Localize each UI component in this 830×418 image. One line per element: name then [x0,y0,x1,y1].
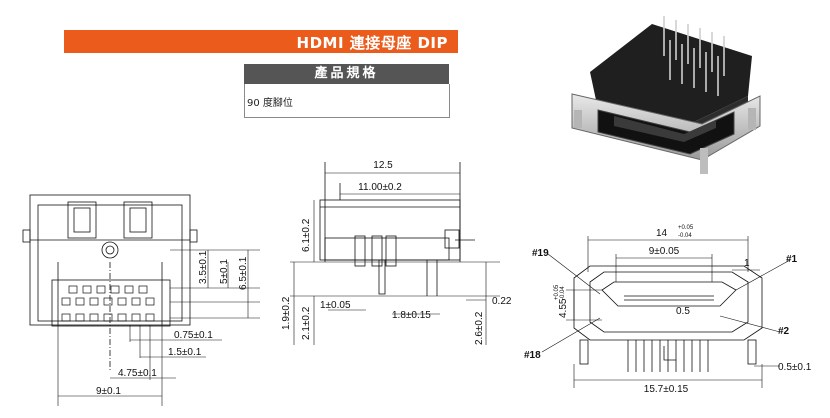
front-view-drawing [22,194,198,370]
front-view-pin-holes [61,285,155,322]
pin-dim-4-55-tol-plus: +0.05 [554,284,560,300]
pin-dim-4-55-tol-minus: -0.04 [560,286,566,300]
pin-dim-9: 9±0.05 [649,246,680,257]
side-view-dimension-lines [290,172,500,345]
spec-header: 產品規格 [244,64,449,84]
pin-label-18: #18 [524,350,541,361]
front-dim-4-75: 4.75±0.1 [118,368,157,379]
pin-dim-1: 1 [744,258,750,269]
side-dim-12-5: 12.5 [373,160,393,171]
title-banner: HDMI 連接母座 DIP [64,30,458,53]
front-dim-3-5: 3.5±0.1 [198,250,209,284]
pin-label-1: #1 [786,254,798,265]
spec-box: 90 度腳位 [244,84,450,118]
pin-dim-14-tol-plus: +0.05 [678,225,694,231]
side-dim-1: 1±0.05 [320,300,351,311]
side-dim-0-22: 0.22 [492,296,512,307]
front-dim-1-5: 1.5±0.1 [168,347,202,358]
pin-dim-14: 14 [656,228,668,239]
front-dim-6-5: 6.5±0.1 [238,256,249,290]
side-view-drawing [319,162,475,296]
pin-label-2: #2 [778,326,790,337]
side-dim-2-6: 2.6±0.2 [474,311,485,345]
front-view-dimension-lines [57,249,260,406]
product-title: HDMI 連接母座 DIP [296,34,448,52]
side-dim-1-9: 1.9±0.2 [281,296,292,330]
hdmi-connector-photo [571,16,761,174]
spec-value: 90 度腳位 [247,98,293,109]
side-dim-11: 11.00±0.2 [358,182,402,193]
pin-label-19: #19 [532,248,549,259]
pin-dim-0-5: 0.5 [676,306,690,317]
side-dim-2-1: 2.1±0.2 [301,306,312,340]
pin-dim-14-tol-minus: -0.04 [678,233,692,239]
front-dim-9: 9±0.1 [96,386,121,397]
side-dim-6-1: 6.1±0.2 [301,218,312,252]
pin-dim-4-55: 4.55 [558,298,569,318]
pin-view-dimension-lines [541,236,791,388]
front-dim-0-75: 0.75±0.1 [174,330,213,341]
pin-view-leads [579,339,757,372]
side-dim-1-8: 1.8±0.15 [392,310,431,321]
pin-view-drawing [573,265,763,341]
front-dim-5: 5±0.1 [219,259,230,284]
pin-dim-15-7: 15.7±0.15 [644,384,689,395]
pin-dim-0-5-b: 0.5±0.1 [778,362,812,373]
